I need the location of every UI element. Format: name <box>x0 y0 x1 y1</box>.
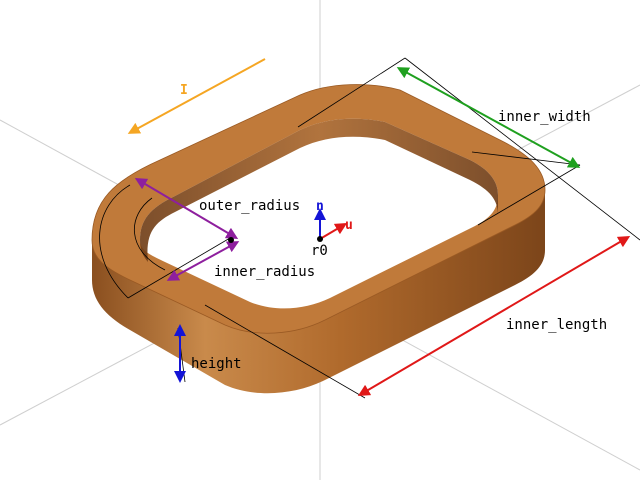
current-label: I <box>180 83 188 98</box>
origin-point <box>317 236 323 242</box>
outer-radius-dimension: outer_radius <box>134 177 300 240</box>
outer-radius-label: outer_radius <box>199 198 300 214</box>
inner-width-label: inner_width <box>498 109 591 125</box>
inner-radius-dimension: inner_radius <box>166 237 315 281</box>
inner-radius-label: inner_radius <box>214 264 315 280</box>
axis-u-label: u <box>345 218 353 233</box>
inner-length-dimension: inner_length <box>357 235 631 397</box>
height-label: height <box>191 356 242 372</box>
inner-length-label: inner_length <box>506 317 607 333</box>
radius-center-point <box>228 237 234 243</box>
origin-label: r0 <box>311 243 328 259</box>
height-dimension: height <box>174 324 242 383</box>
normal-label: n <box>316 199 324 214</box>
inner-width-dimension: inner_width <box>396 67 591 168</box>
current-indicator: I <box>127 58 266 134</box>
local-frame: n u r0 <box>311 199 353 259</box>
